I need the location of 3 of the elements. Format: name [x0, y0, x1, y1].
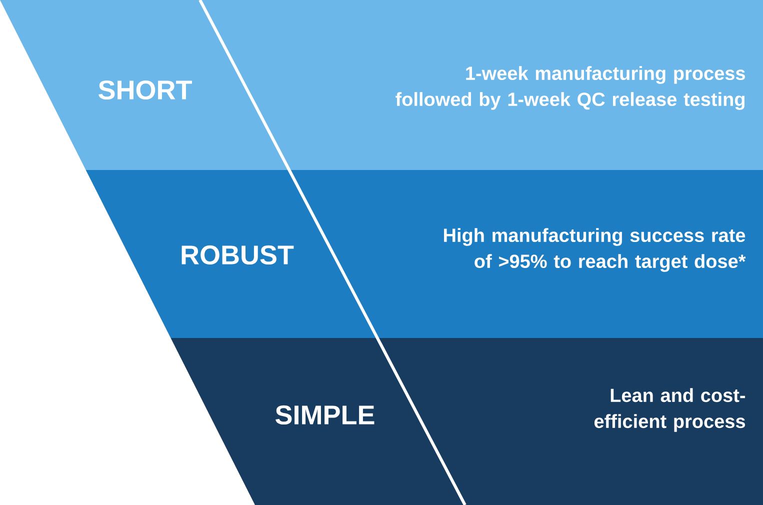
band: SHORT 1-week manufacturing process followed by 1-week QC release testing — [0, 0, 763, 170]
band: ROBUST High manufacturing success rate of >95% to reach target dose* — [86, 170, 763, 338]
band: SIMPLE Lean and cost-efficient process — [170, 338, 763, 505]
